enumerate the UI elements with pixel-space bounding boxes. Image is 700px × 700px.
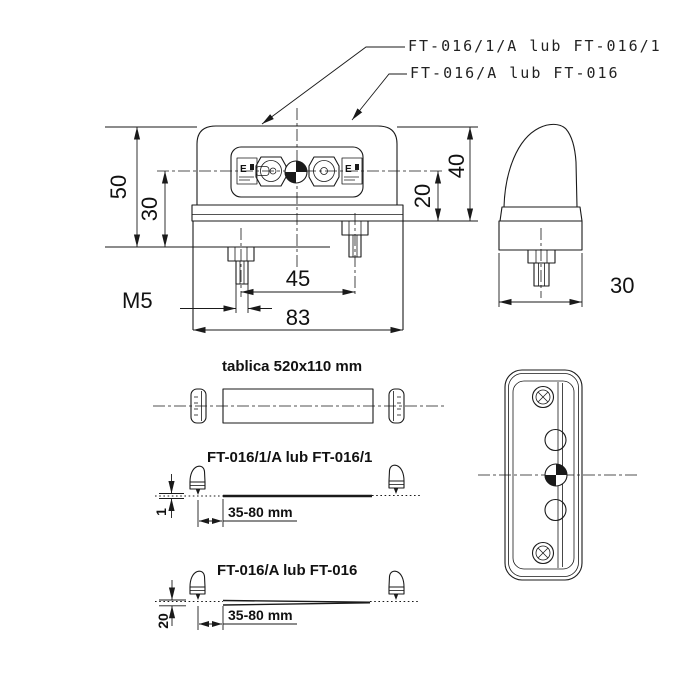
top-view [478, 369, 638, 581]
dim-83: 83 [286, 305, 310, 330]
number-plate [222, 388, 374, 424]
dim-20: 20 [410, 184, 435, 208]
stud-left [227, 228, 255, 313]
datum-target-icon [284, 160, 308, 184]
datum-target-icon-top [544, 463, 568, 487]
lamp-profile-right [388, 388, 405, 424]
e-mark-right: E [341, 157, 363, 185]
dim-35-80-thin: 35-80 mm [228, 504, 293, 520]
stud-side [527, 249, 556, 287]
mounting-flange [191, 204, 404, 222]
thick-plate-top-edge [222, 599, 371, 603]
e-mark-left: E [236, 157, 258, 185]
dim-thickness-20: 20 [155, 613, 171, 629]
dim-plate-20: 20 [155, 580, 186, 629]
e-mark-right-letter: E [345, 164, 352, 175]
top-view-outer-outline [504, 369, 583, 581]
variant1-label: FT-016/1/A lub FT-016/1 [408, 37, 662, 55]
thick-plate-bottom-edge [222, 602, 371, 606]
dim-m5: M5 [122, 288, 153, 313]
lens-profile [503, 123, 578, 208]
lamp-profile-left [190, 388, 207, 424]
bulb-window-left [255, 156, 287, 187]
stud-left-thread [235, 260, 249, 285]
base-block [498, 220, 583, 251]
mini-lamp-left [189, 465, 206, 496]
variant2-label: FT-016/A lub FT-016 [410, 64, 620, 82]
dim-30: 30 [137, 197, 162, 221]
top-view-inner-panel [512, 380, 575, 570]
housing-outline [196, 125, 398, 205]
dim-edge-distance-thin: 35-80 mm [197, 499, 297, 527]
dim-40: 40 [444, 154, 469, 178]
mount-thin-title: FT-016/1/A lub FT-016/1 [207, 449, 372, 466]
front-view-dimensions: 50 30 40 20 45 83 M5 [105, 126, 478, 334]
dim-35-80-thick: 35-80 mm [228, 607, 293, 623]
mount-thin-plate-view: FT-016/1/A lub FT-016/1 1 35-80 mm [153, 449, 420, 527]
front-view: E E [105, 108, 478, 334]
dim-plate-1: 1 [153, 474, 184, 518]
screw-icon-top [531, 385, 555, 409]
dim-edge-distance-thick: 35-80 mm [197, 606, 297, 630]
bezel-band [499, 206, 583, 222]
mini-lamp-right [388, 570, 405, 601]
variant-callouts: FT-016/1/A lub FT-016/1 FT-016/A lub FT-… [261, 37, 662, 125]
dim-45: 45 [286, 266, 310, 291]
variant1-leader-line [261, 46, 405, 125]
mini-lamp-left [189, 570, 206, 601]
dim-depth-30: 30 [610, 273, 634, 298]
festoon-bulb-icon [255, 166, 270, 176]
bulb-window-right [308, 156, 340, 187]
side-view: 30 [498, 123, 634, 307]
mini-lamp-right [388, 464, 405, 495]
variant2-leader-line [351, 73, 407, 121]
mount-thick-title: FT-016/A lub FT-016 [217, 562, 357, 579]
dim-thickness-1: 1 [153, 508, 169, 516]
plate-view: tablica 520x110 mm [153, 358, 447, 424]
mount-thick-plate-view: FT-016/A lub FT-016 20 35-80 mm [155, 562, 420, 630]
plate-view-title: tablica 520x110 mm [222, 358, 362, 375]
stud-right [341, 213, 369, 296]
e-mark-left-letter: E [240, 164, 247, 175]
bulb-dome-bottom [544, 498, 567, 522]
lens-panel [230, 146, 364, 198]
screw-icon-bottom [531, 541, 555, 565]
side-view-dimensions: 30 [498, 253, 634, 307]
dim-50: 50 [106, 175, 131, 199]
bulb-dome-top [544, 428, 567, 452]
